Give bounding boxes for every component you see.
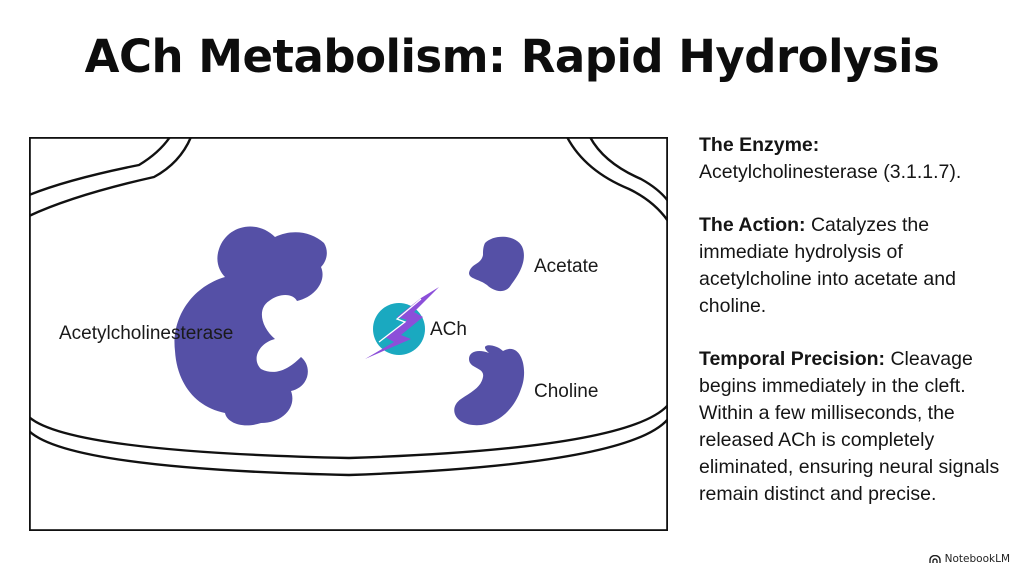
synapse-diagram: Acetylcholinesterase ACh Acetate Choline: [29, 137, 668, 531]
explanation-panel: The Enzyme: Acetylcholinesterase (3.1.1.…: [699, 132, 1014, 534]
enzyme-text: Acetylcholinesterase (3.1.1.7).: [699, 161, 962, 183]
label-ach: ACh: [430, 319, 467, 340]
enzyme-heading: The Enzyme:: [699, 134, 820, 156]
acetylcholinesterase-enzyme: [174, 226, 327, 426]
precision-heading: Temporal Precision:: [699, 348, 886, 370]
diagram-frame: [29, 137, 668, 531]
action-text: Catalyzes the immediate hydrolysis of ac…: [699, 214, 956, 317]
action-heading: The Action:: [699, 214, 806, 236]
presynaptic-membrane-inner: [29, 137, 193, 218]
label-choline: Choline: [534, 381, 598, 402]
postsynaptic-membrane-lower: [29, 418, 668, 477]
hydrolysis-spark-highlight: [378, 298, 422, 343]
notebooklm-logo-icon: [928, 554, 941, 563]
label-acetylcholinesterase: Acetylcholinesterase: [59, 323, 233, 344]
precision-text: Cleavage begins immediately in the cleft…: [699, 348, 1000, 505]
precision-paragraph: Temporal Precision: Cleavage begins imme…: [699, 346, 1014, 508]
notebooklm-watermark: NotebookLM: [928, 553, 1010, 565]
page-title: ACh Metabolism: Rapid Hydrolysis: [84, 30, 940, 83]
presynaptic-membrane-outer: [29, 137, 171, 197]
hydrolysis-spark-icon: [365, 287, 439, 359]
presynaptic-membrane-right-outer: [565, 137, 668, 222]
presynaptic-membrane-right-inner: [588, 137, 668, 202]
enzyme-paragraph: The Enzyme: Acetylcholinesterase (3.1.1.…: [699, 132, 1014, 186]
synapse-diagram-svg: Acetylcholinesterase ACh Acetate Choline: [29, 137, 668, 531]
postsynaptic-membrane-upper: [29, 404, 668, 460]
action-paragraph: The Action: Catalyzes the immediate hydr…: [699, 212, 1014, 320]
brand-label: NotebookLM: [944, 553, 1010, 565]
label-acetate: Acetate: [534, 256, 598, 277]
choline-molecule: [454, 345, 525, 426]
acetate-molecule: [469, 236, 524, 292]
